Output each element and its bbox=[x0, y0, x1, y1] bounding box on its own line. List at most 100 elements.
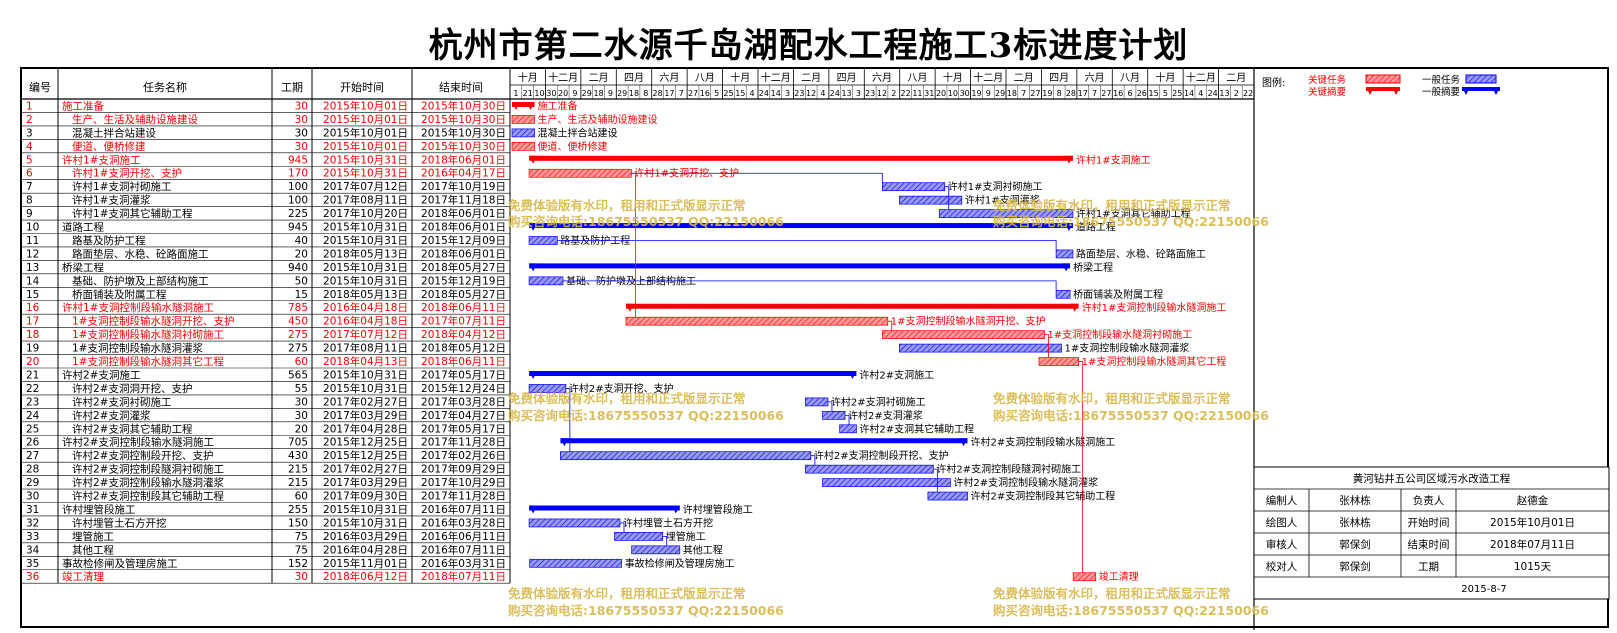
info-cell: 绘图人 bbox=[1266, 516, 1298, 529]
day-label: 10 bbox=[948, 89, 958, 98]
day-label: 7 bbox=[679, 89, 684, 98]
task-duration: 255 bbox=[288, 504, 308, 516]
bar-label: 许村2#支洞控制段其它辅助工程 bbox=[971, 490, 1116, 503]
day-label: 27 bbox=[1101, 89, 1111, 98]
task-start: 2017年07月12日 bbox=[323, 180, 408, 193]
task-name: 许村2#支洞施工 bbox=[62, 368, 140, 381]
task-duration: 940 bbox=[288, 262, 308, 274]
task-bar bbox=[1055, 289, 1071, 299]
summary-end-marker bbox=[526, 102, 535, 110]
month-label: 八月 bbox=[695, 72, 715, 84]
month-label: 十二月 bbox=[1186, 71, 1216, 84]
task-id: 11 bbox=[26, 235, 39, 247]
bar-label: 混凝土拌合站建设 bbox=[538, 126, 618, 139]
task-start: 2017年08月11日 bbox=[323, 342, 408, 355]
task-id: 2 bbox=[26, 114, 33, 126]
task-name: 许村2#支洞洞开挖、支护 bbox=[72, 382, 192, 395]
task-start: 2015年10月31日 bbox=[323, 274, 408, 287]
task-end: 2018年05月27日 bbox=[421, 261, 506, 274]
legend-normal-summary-marker bbox=[1462, 87, 1470, 95]
bar-label: 事故检修闸及管理房施工 bbox=[625, 557, 735, 570]
info-cell: 开始时间 bbox=[1408, 516, 1450, 529]
task-bar bbox=[528, 168, 632, 178]
header-end: 结束时间 bbox=[439, 81, 483, 94]
task-id: 13 bbox=[26, 262, 39, 274]
info-cell: 郭保剑 bbox=[1339, 560, 1371, 573]
task-start: 2015年10月01日 bbox=[323, 99, 408, 112]
day-label: 14 bbox=[1184, 89, 1194, 98]
summary-end-marker bbox=[1064, 155, 1073, 164]
task-id: 34 bbox=[26, 544, 40, 556]
task-id: 17 bbox=[26, 316, 39, 328]
day-label: 24 bbox=[830, 89, 840, 98]
bar-label: 许村2#支洞衬砌施工 bbox=[831, 395, 926, 408]
task-bar bbox=[631, 545, 681, 555]
task-start: 2015年10月01日 bbox=[323, 140, 408, 153]
task-end: 2017年11月28日 bbox=[421, 436, 506, 449]
task-duration: 60 bbox=[295, 356, 308, 368]
summary-end-marker bbox=[1064, 223, 1073, 232]
task-bar bbox=[839, 424, 857, 434]
summary-start-marker bbox=[625, 303, 634, 312]
task-id: 33 bbox=[26, 531, 39, 543]
task-duration: 30 bbox=[295, 114, 308, 126]
task-name: 许村2#支洞控制段输水隧洞灌浆 bbox=[72, 476, 224, 489]
task-bar bbox=[625, 316, 889, 326]
legend-critical-task-swatch bbox=[1365, 74, 1401, 84]
task-duration: 430 bbox=[288, 450, 308, 462]
watermark-line1: 免费体验版有水印，租用和正式版显示正常 bbox=[508, 391, 746, 406]
task-name: 路基及防护工程 bbox=[72, 234, 146, 247]
task-end: 2018年05月12日 bbox=[421, 342, 506, 355]
summary-bar bbox=[529, 223, 1073, 229]
task-start: 2015年10月31日 bbox=[323, 234, 408, 247]
task-start: 2018年05月13日 bbox=[323, 247, 408, 260]
task-start: 2016年04月18日 bbox=[323, 301, 408, 314]
task-end: 2018年06月11日 bbox=[421, 355, 506, 368]
info-cell: 工期 bbox=[1418, 561, 1439, 573]
task-bar bbox=[529, 558, 623, 568]
task-start: 2015年12月25日 bbox=[323, 449, 408, 462]
task-duration: 275 bbox=[288, 329, 308, 341]
day-label: 15 bbox=[735, 89, 745, 98]
day-label: 29 bbox=[582, 89, 592, 98]
task-id: 29 bbox=[26, 477, 39, 489]
bar-label: 1#支洞控制段输水隧洞开挖、支护 bbox=[891, 315, 1046, 328]
task-name: 1#支洞控制段输水隧洞开挖、支护 bbox=[72, 315, 234, 328]
watermark-line1: 免费体验版有水印，租用和正式版显示正常 bbox=[508, 198, 746, 213]
legend-critical-task: 关键任务 bbox=[1308, 74, 1347, 86]
task-duration: 30 bbox=[295, 127, 308, 139]
info-cell: 赵德金 bbox=[1517, 494, 1549, 507]
task-name: 许村1#支洞控制段输水隧洞施工 bbox=[62, 301, 214, 314]
task-end: 2015年12月09日 bbox=[421, 234, 506, 247]
month-label: 二月 bbox=[589, 72, 609, 84]
header-id: 编号 bbox=[29, 80, 51, 94]
day-label: 27 bbox=[688, 89, 698, 98]
bar-label: 许村埋管段施工 bbox=[683, 503, 753, 516]
task-bar bbox=[1072, 572, 1097, 582]
month-label: 六月 bbox=[872, 72, 892, 84]
watermark-line2: 购买咨询电话:18675550537 QQ:22150066 bbox=[508, 603, 784, 618]
task-start: 2015年10月31日 bbox=[323, 153, 408, 166]
bar-label: 许村2#支洞控制段输水隧洞灌浆 bbox=[953, 476, 1098, 489]
task-duration: 150 bbox=[288, 517, 308, 529]
month-label: 四月 bbox=[837, 72, 857, 84]
task-id: 19 bbox=[26, 343, 39, 355]
task-duration: 945 bbox=[288, 154, 308, 166]
summary-bar bbox=[512, 102, 535, 107]
legend-critical-summary: 关键摘要 bbox=[1308, 86, 1346, 98]
day-label: 4 bbox=[820, 89, 825, 98]
task-end: 2017年03月28日 bbox=[421, 395, 506, 408]
task-duration: 50 bbox=[295, 275, 308, 287]
day-label: 12 bbox=[806, 89, 816, 98]
task-id: 24 bbox=[26, 410, 40, 422]
task-end: 2016年03月28日 bbox=[421, 516, 506, 529]
day-label: 5 bbox=[714, 89, 719, 98]
watermark-line2: 购买咨询电话:18675550537 QQ:22150066 bbox=[508, 214, 784, 229]
task-id: 1 bbox=[26, 100, 33, 112]
task-end: 2015年12月19日 bbox=[421, 274, 506, 287]
summary-end-marker bbox=[671, 505, 680, 514]
task-id: 15 bbox=[26, 289, 39, 301]
day-label: 23 bbox=[794, 89, 804, 98]
bar-label: 许村1#支洞控制段输水隧洞施工 bbox=[1082, 301, 1227, 314]
task-end: 2017年10月29日 bbox=[421, 476, 506, 489]
